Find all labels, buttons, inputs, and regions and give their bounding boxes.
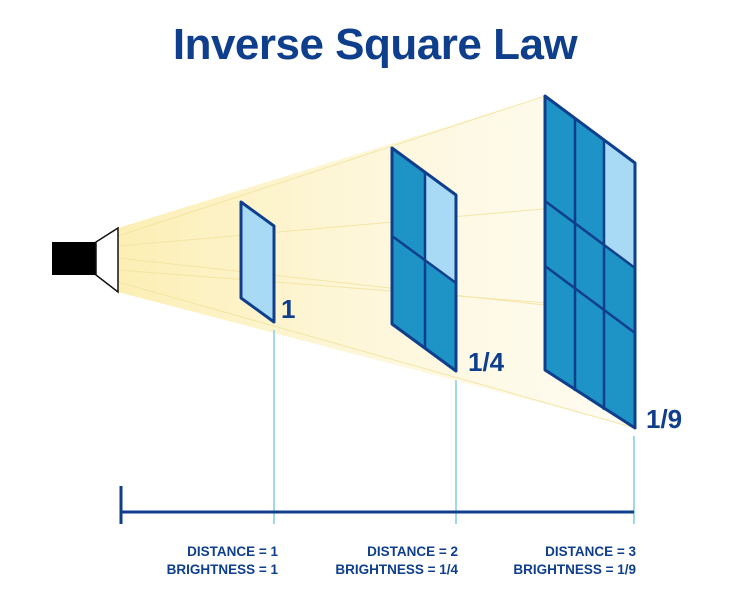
caption-stage-3: DISTANCE = 3 BRIGHTNESS = 1/9: [478, 543, 636, 579]
caption-stage-2: DISTANCE = 2 BRIGHTNESS = 1/4: [300, 543, 458, 579]
light-beam: [118, 96, 635, 428]
brightness-label: BRIGHTNESS = 1: [166, 562, 278, 577]
caption-stage-1: DISTANCE = 1 BRIGHTNESS = 1: [140, 543, 278, 579]
page-title: Inverse Square Law: [172, 20, 578, 69]
panel-distance-3: [543, 94, 637, 430]
spotlight-icon: [52, 226, 119, 294]
panel-distance-1: [239, 200, 276, 324]
distance-label: DISTANCE = 2: [367, 544, 458, 559]
beam-rays: [117, 95, 636, 429]
distance-axis: [119, 486, 634, 524]
fraction-label-3: 1/9: [646, 404, 683, 434]
brightness-label: BRIGHTNESS = 1/4: [335, 562, 458, 577]
guide-lines: [273, 330, 635, 524]
distance-label: DISTANCE = 1: [187, 544, 278, 559]
fraction-label-2: 1/4: [468, 347, 505, 377]
distance-label: DISTANCE = 3: [545, 544, 636, 559]
panel-distance-2: [390, 146, 458, 373]
fraction-label-1: 1: [281, 294, 296, 324]
brightness-label: BRIGHTNESS = 1/9: [513, 562, 636, 577]
